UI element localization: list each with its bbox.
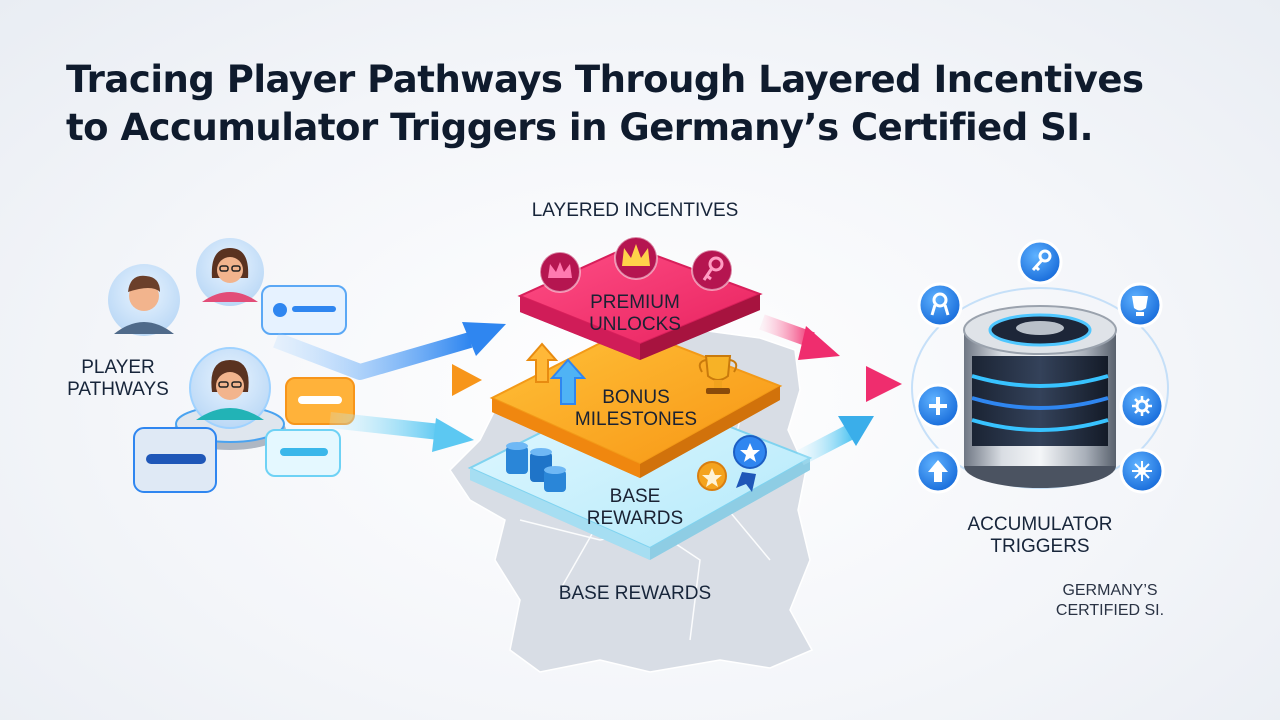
crown-icon	[539, 251, 581, 293]
accumulator-triggers-label: ACCUMULATOR TRIGGERS	[967, 514, 1113, 557]
pathway-card-dark	[133, 427, 217, 493]
crown-icon	[614, 236, 658, 280]
tier-premium-unlocks	[517, 236, 763, 360]
key-icon	[1017, 239, 1063, 285]
coin-stack-icon	[506, 442, 566, 492]
player-pathways-label: PLAYER PATHWAYS	[67, 357, 169, 400]
up-arrow-icon	[525, 342, 559, 383]
gear-icon	[1119, 383, 1165, 429]
arrow-to-bonus	[318, 364, 482, 396]
arrow-bonus-to-accumulator	[790, 366, 902, 402]
germany-certified-label: GERMANY’S CERTIFIED SI.	[1055, 582, 1165, 619]
key-icon	[691, 249, 733, 291]
player-avatar-1	[108, 264, 180, 336]
page-title: Tracing Player Pathways Through Layered …	[66, 56, 1216, 152]
plus-icon	[915, 383, 961, 429]
arrow-base-to-accumulator	[796, 416, 874, 466]
arrow-premium-to-accumulator	[759, 314, 840, 360]
premium-unlocks-label: PREMIUM UNLOCKS	[589, 292, 681, 335]
medal-icon	[917, 282, 963, 328]
trophy-icon	[698, 355, 738, 394]
pathway-card-blue	[261, 285, 347, 335]
pathway-card-orange	[285, 377, 355, 425]
trophy-icon	[1117, 282, 1163, 328]
bonus-milestones-label: BONUS MILESTONES	[574, 387, 698, 430]
layered-incentives-label: LAYERED INCENTIVES	[531, 200, 739, 221]
player-avatar-2	[196, 238, 264, 306]
pathway-card-cyan	[265, 429, 341, 477]
base-rewards-tier-label: BASE REWARDS	[586, 486, 684, 529]
medal-icon	[697, 461, 727, 491]
up-arrow-icon	[915, 448, 961, 494]
title-line-2: to Accumulator Triggers in Germany’s Cer…	[66, 106, 1094, 149]
accumulator-cylinder	[911, 287, 1169, 489]
base-rewards-label: BASE REWARDS	[558, 583, 712, 604]
arrow-to-base	[329, 412, 474, 452]
network-icon	[1119, 448, 1165, 494]
tier-bonus-milestones	[489, 326, 783, 478]
title-line-1: Tracing Player Pathways Through Layered …	[66, 58, 1144, 101]
medal-icon	[733, 435, 767, 492]
up-arrow-icon	[549, 358, 587, 405]
